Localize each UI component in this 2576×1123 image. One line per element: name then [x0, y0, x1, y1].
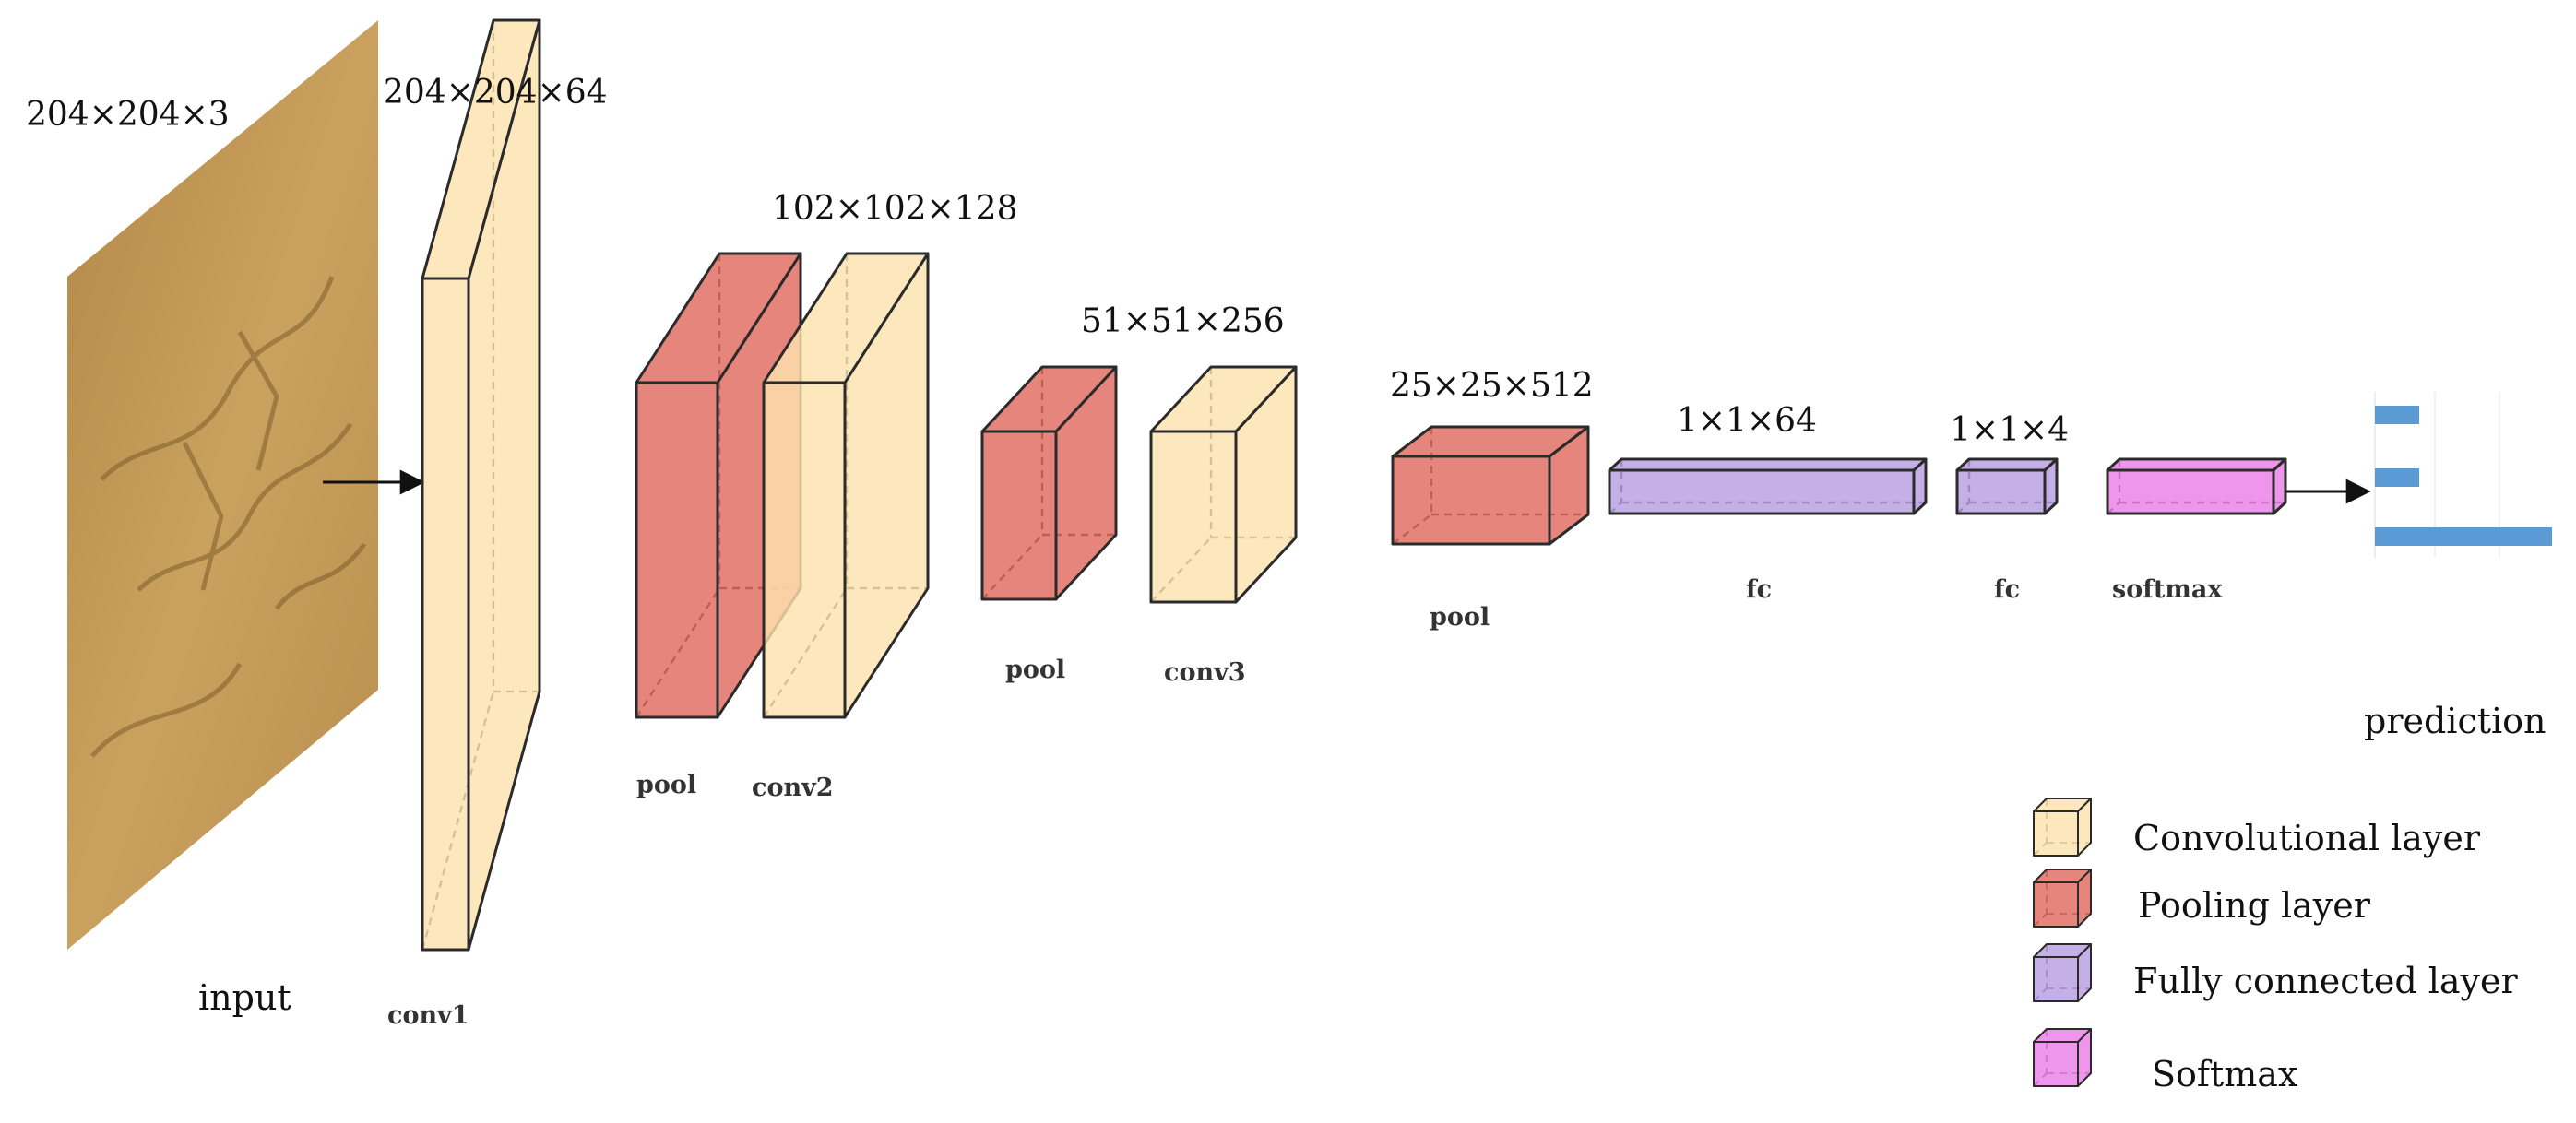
softmax-block: [2106, 457, 2287, 515]
pool2-block: [980, 365, 1118, 601]
prediction-bar-3: [2375, 527, 2552, 546]
legend-pool-text: Pooling layer: [2138, 885, 2371, 926]
conv1-label: conv1: [387, 1001, 469, 1030]
fc1-label: fc: [1746, 575, 1772, 604]
prediction-bar-1: [2375, 406, 2419, 424]
pool3-dims: 25×25×512: [1390, 367, 1594, 405]
prediction-bar-2: [2375, 468, 2419, 487]
legend: Convolutional layer Pooling layer Fully …: [2033, 798, 2518, 1094]
conv3-label: conv3: [1164, 658, 1246, 687]
pool2-label: pool: [1005, 656, 1065, 684]
conv3-dims: 51×51×256: [1081, 302, 1285, 340]
pool1-label: pool: [636, 771, 696, 799]
conv1-dims: 204×204×64: [383, 74, 608, 112]
legend-pool-icon: [2033, 869, 2092, 928]
prediction-bars: [2374, 392, 2552, 558]
conv2-block: [762, 252, 930, 719]
conv1-block: [421, 18, 541, 952]
prediction-label: prediction: [2364, 701, 2546, 741]
conv3-block: [1149, 365, 1298, 604]
legend-conv-icon: [2033, 798, 2092, 857]
fc2-dims: 1×1×4: [1950, 411, 2069, 449]
input-image: [67, 20, 378, 950]
conv2-label: conv2: [752, 774, 834, 802]
pool3-block: [1391, 425, 1590, 546]
legend-fc-icon: [2033, 943, 2092, 1002]
softmax-label: softmax: [2112, 575, 2223, 604]
legend-softmax-icon: [2033, 1028, 2092, 1087]
pool3-label: pool: [1430, 603, 1490, 632]
legend-conv-text: Convolutional layer: [2133, 818, 2481, 858]
conv2-dims: 102×102×128: [772, 190, 1017, 228]
fc2-label: fc: [1994, 575, 2020, 604]
input-label: input: [198, 977, 291, 1018]
legend-softmax-text: Softmax: [2152, 1054, 2297, 1094]
fc2-block: [1955, 457, 2059, 515]
fc1-dims: 1×1×64: [1677, 402, 1817, 440]
input-dims: 204×204×3: [26, 96, 230, 134]
legend-fc-text: Fully connected layer: [2133, 961, 2518, 1001]
fc1-block: [1608, 457, 1928, 515]
